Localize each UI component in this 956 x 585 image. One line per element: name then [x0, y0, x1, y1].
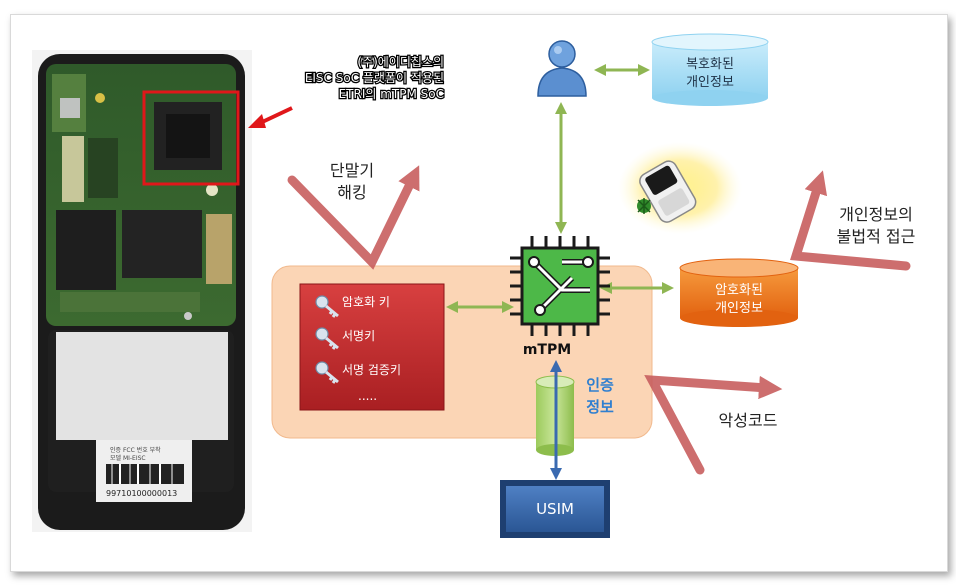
key-item-encryption: 암호화 키: [342, 295, 390, 309]
encrypted-db-line-1: 암호화된: [715, 283, 763, 298]
mtpm-label: mTPM: [523, 342, 571, 358]
barcode-number: 99710100000013: [106, 489, 177, 498]
sticker-text-2: 모델 MI-EISC: [110, 454, 146, 462]
soc-highlight-box: [142, 90, 240, 186]
callout-line-3: ETRI의 mTPM SoC: [339, 87, 444, 101]
auth-info-line-2: 정보: [586, 398, 614, 416]
hacking-attack-arrow: [287, 165, 420, 270]
green-connectors: [446, 64, 674, 313]
callout-line-1: (주)에이디칩스의: [357, 55, 444, 69]
key-icon: [315, 361, 339, 384]
sticker-text-1: 인증 FCC 번호 부착: [110, 446, 161, 454]
usim-box: USIM: [500, 480, 610, 538]
decrypted-db-line-1: 복호화된: [686, 57, 734, 72]
encrypted-data-db: 암호화된 개인정보: [679, 258, 799, 327]
auth-info-line-1: 인증: [586, 376, 614, 394]
decrypted-db-line-2: 개인정보: [686, 75, 734, 90]
callout-line-2: EISC SoC 플랫폼이 적용된: [305, 71, 444, 85]
key-item-ellipsis: .....: [358, 389, 377, 403]
keys-box: 암호화 키 서명키 서명 검증키 .....: [299, 283, 445, 411]
illegal-access-line-1: 개인정보의: [839, 205, 913, 224]
encrypted-db-line-2: 개인정보: [715, 301, 763, 316]
malware-arrow: [644, 374, 783, 475]
hacking-label-line-1: 단말기: [330, 161, 374, 180]
usim-label: USIM: [536, 500, 574, 518]
illegal-access-arrow: [790, 170, 911, 271]
phone-photo: 인증 FCC 번호 부착 모델 MI-EISC 99710100000013: [32, 50, 252, 532]
illegal-access-line-2: 불법적 접근: [837, 227, 916, 246]
decrypted-data-db: 복호화된 개인정보: [651, 33, 769, 106]
mtpm-chip-icon: [510, 236, 610, 336]
key-item-signature: 서명키: [342, 329, 375, 343]
hacking-label-line-2: 해킹: [337, 183, 366, 202]
key-item-verification: 서명 검증키: [342, 363, 401, 377]
key-icon: [315, 327, 339, 350]
mobile-phone-icon: [618, 142, 742, 234]
user-icon: [537, 40, 587, 97]
key-icon: [315, 295, 339, 318]
malware-label: 악성코드: [719, 411, 778, 430]
soc-callout: (주)에이디칩스의 EISC SoC 플랫폼이 적용된 ETRI의 mTPM S…: [248, 54, 445, 128]
